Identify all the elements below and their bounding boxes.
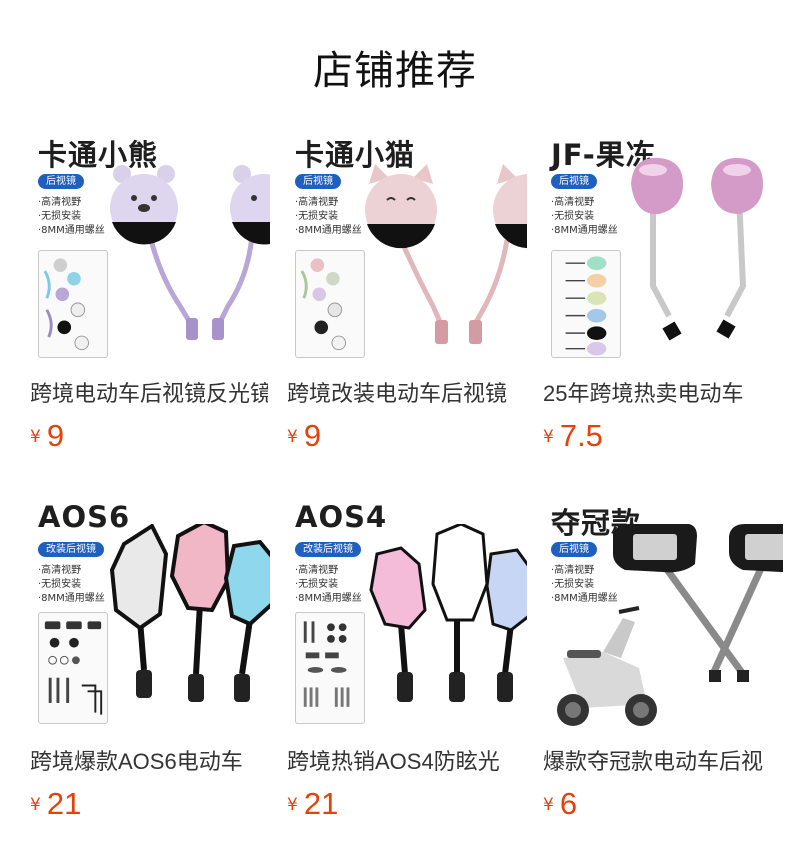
price-amount: 6 xyxy=(559,786,578,821)
image-feature: ·无损安装 xyxy=(38,211,82,222)
product-price: ¥9 xyxy=(287,418,321,454)
product-image[interactable]: JF-果冻 后视镜 ·高清视野 ·无损安装 ·8MM通用螺丝 xyxy=(543,126,783,366)
price-amount: 9 xyxy=(303,418,322,453)
product-price: ¥21 xyxy=(287,786,338,822)
image-feature: ·无损安装 xyxy=(295,579,339,590)
product-name[interactable]: 跨境爆款AOS6电动车 xyxy=(30,749,243,774)
jelly-mirror-image xyxy=(631,157,763,341)
image-feature-list: ·高清视野 ·无损安装 ·8MM通用螺丝 xyxy=(38,196,105,238)
product-card[interactable]: 夺冠款 后视镜 ·高清视野 ·无损安装 ·8MM通用螺丝 xyxy=(543,494,783,824)
currency-symbol: ¥ xyxy=(543,427,554,447)
image-feature-list: ·高清视野 ·无损安装 ·8MM通用螺丝 xyxy=(295,196,362,238)
image-feature: ·无损安装 xyxy=(551,211,595,222)
price-amount: 21 xyxy=(46,786,82,821)
price-amount: 9 xyxy=(46,418,65,453)
image-feature: ·无损安装 xyxy=(295,211,339,222)
image-feature-list: ·高清视野 ·无损安装 ·8MM通用螺丝 xyxy=(295,564,362,606)
image-feature: ·8MM通用螺丝 xyxy=(38,593,105,604)
image-feature-list: ·高清视野 ·无损安装 ·8MM通用螺丝 xyxy=(551,196,618,238)
product-price: ¥9 xyxy=(30,418,64,454)
product-card[interactable]: JF-果冻 后视镜 ·高清视野 ·无损安装 ·8MM通用螺丝 xyxy=(543,126,783,456)
aos6-mirror-image xyxy=(109,524,270,702)
color-variants-inset xyxy=(38,250,108,358)
product-card[interactable]: AOS6 改装后视镜 ·高清视野 ·无损安装 ·8MM通用螺丝 xyxy=(30,494,270,824)
image-tag: 后视镜 xyxy=(551,174,597,189)
image-tag: 后视镜 xyxy=(38,174,84,189)
aos4-mirror-image xyxy=(369,524,527,702)
image-feature: ·高清视野 xyxy=(551,565,595,576)
scooter-image xyxy=(557,606,657,726)
price-amount: 7.5 xyxy=(559,418,603,453)
image-feature: ·8MM通用螺丝 xyxy=(295,225,362,236)
product-image[interactable]: 夺冠款 后视镜 ·高清视野 ·无损安装 ·8MM通用螺丝 xyxy=(543,494,783,734)
currency-symbol: ¥ xyxy=(30,427,41,447)
section-title: 店铺推荐 xyxy=(313,48,477,94)
product-name[interactable]: 爆款夺冠款电动车后视 xyxy=(543,749,764,774)
image-feature: ·高清视野 xyxy=(551,197,595,208)
product-image[interactable]: 卡通小猫 后视镜 ·高清视野 ·无损安装 ·8MM通用螺丝 xyxy=(287,126,527,366)
image-brand-text: AOS4 xyxy=(295,500,388,534)
currency-symbol: ¥ xyxy=(30,795,41,815)
product-name[interactable]: 跨境电动车后视镜反光镜 xyxy=(30,381,268,406)
product-card[interactable]: AOS4 改装后视镜 ·高清视野 ·无损安装 ·8MM通用螺丝 xyxy=(287,494,527,824)
image-brand-text: 卡通小熊 xyxy=(38,138,159,172)
cat-mirror-image xyxy=(365,164,527,344)
color-variants-inset xyxy=(295,250,365,358)
image-feature: ·无损安装 xyxy=(551,579,595,590)
image-feature: ·8MM通用螺丝 xyxy=(295,593,362,604)
accessories-inset xyxy=(38,612,108,724)
image-feature: ·高清视野 xyxy=(295,565,339,576)
currency-symbol: ¥ xyxy=(543,795,554,815)
product-price: ¥7.5 xyxy=(543,418,603,454)
product-card[interactable]: 卡通小猫 后视镜 ·高清视野 ·无损安装 ·8MM通用螺丝 xyxy=(287,126,527,456)
color-variants-inset xyxy=(551,250,621,358)
image-feature-list: ·高清视野 ·无损安装 ·8MM通用螺丝 xyxy=(551,564,618,606)
product-name[interactable]: 跨境热销AOS4防眩光 xyxy=(287,749,500,774)
currency-symbol: ¥ xyxy=(287,795,298,815)
image-brand-text: 卡通小猫 xyxy=(295,138,416,172)
image-tag: 后视镜 xyxy=(551,542,597,557)
price-amount: 21 xyxy=(303,786,339,821)
product-name[interactable]: 跨境改装电动车后视镜 xyxy=(287,381,508,406)
product-image[interactable]: AOS6 改装后视镜 ·高清视野 ·无损安装 ·8MM通用螺丝 xyxy=(30,494,270,734)
product-image[interactable]: AOS4 改装后视镜 ·高清视野 ·无损安装 ·8MM通用螺丝 xyxy=(287,494,527,734)
image-brand-text: AOS6 xyxy=(38,500,131,534)
image-feature: ·无损安装 xyxy=(38,579,82,590)
image-tag: 后视镜 xyxy=(295,174,341,189)
bear-mirror-image xyxy=(110,165,270,340)
image-feature: ·8MM通用螺丝 xyxy=(551,225,618,236)
image-feature: ·高清视野 xyxy=(38,197,82,208)
image-feature: ·8MM通用螺丝 xyxy=(38,225,105,236)
champion-mirror-image xyxy=(613,524,783,682)
product-price: ¥6 xyxy=(543,786,577,822)
product-card[interactable]: 卡通小熊 后视镜 ·高清视野 ·无损安装 ·8MM通用螺丝 xyxy=(30,126,270,456)
product-name[interactable]: 25年跨境热卖电动车 xyxy=(543,381,744,406)
currency-symbol: ¥ xyxy=(287,427,298,447)
product-image[interactable]: 卡通小熊 后视镜 ·高清视野 ·无损安装 ·8MM通用螺丝 xyxy=(30,126,270,366)
image-feature-list: ·高清视野 ·无损安装 ·8MM通用螺丝 xyxy=(38,564,105,606)
image-feature: ·高清视野 xyxy=(295,197,339,208)
accessories-inset xyxy=(295,612,365,724)
image-tag: 改装后视镜 xyxy=(295,542,361,557)
product-price: ¥21 xyxy=(30,786,81,822)
image-feature: ·8MM通用螺丝 xyxy=(551,593,618,604)
image-feature: ·高清视野 xyxy=(38,565,82,576)
image-tag: 改装后视镜 xyxy=(38,542,104,557)
